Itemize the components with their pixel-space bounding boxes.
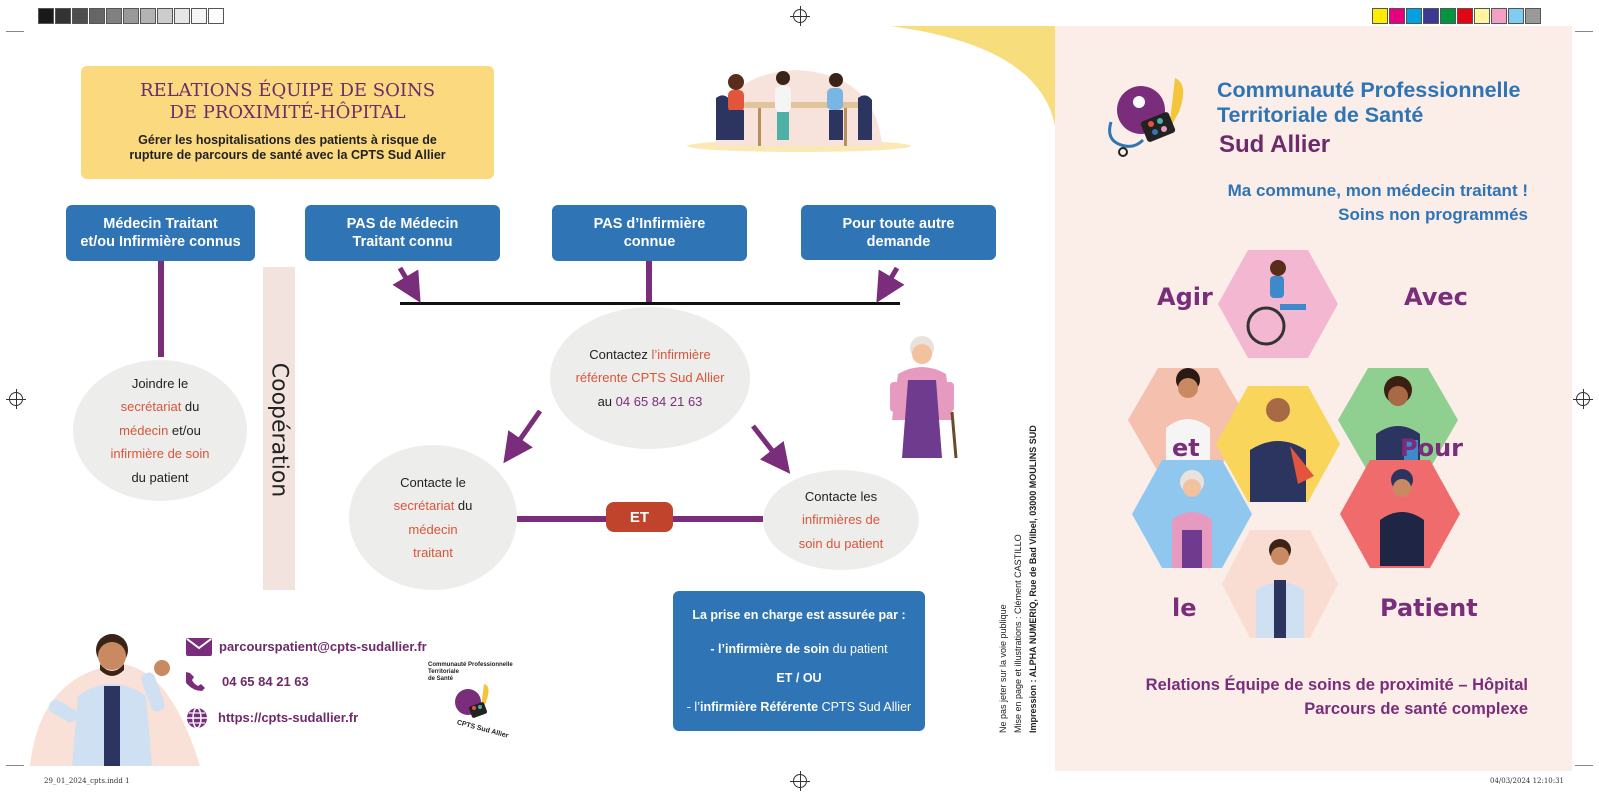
small-cpts-logo: Communauté Professionnelle Territoriale … [428,662,513,740]
hexagon-woman-doctor [1338,368,1458,472]
ellipse-contact-doctor-secretariat: Contacte le secrétariat du médecin trait… [349,445,517,590]
phone-number[interactable]: 04 65 84 21 63 [222,674,309,689]
footer-line-2: Parcours de santé complexe [1304,700,1528,718]
cooperation-bar [263,267,295,590]
et-badge: ET [606,502,673,532]
cpts-subtitle: Sud Allier [1219,131,1331,158]
cpts-logo [1108,78,1184,157]
word-agir: Agir [1157,283,1213,311]
word-patient: Patient [1380,594,1478,622]
patient-hexagon-collage [1128,250,1460,638]
ellipse-contact-referent-nurse: Contactez l’infirmière référente CPTS Su… [550,307,750,449]
email-link[interactable]: parcourspatient@cpts-sudallier.fr [219,639,427,654]
word-et: et [1172,434,1200,462]
slug-file: 29_01_2024_cpts.indd 1 [44,777,130,785]
crop-mark [1575,31,1593,32]
registration-mark-icon [790,771,810,791]
phone-icon [186,672,205,691]
website-link[interactable]: https://cpts-sudallier.fr [218,710,359,725]
footer-line-1: Relations Équipe de soins de proximité –… [1145,676,1528,694]
arrow-icon [392,266,421,303]
connector-line [646,261,652,303]
word-le: le [1172,594,1197,622]
ellipse-contact-nurses: Contacte les infirmières de soin du pati… [763,470,919,570]
arrow-icon [751,424,791,474]
cpts-title: Communauté Professionnelle Territoriale … [1217,78,1521,127]
slug-date: 04/03/2024 12:10:31 [1490,777,1565,785]
yellow-corner-shape [890,26,1055,126]
care-line-nurse: - l’infirmière de soin du patient [710,642,888,656]
meeting-illustration [687,70,911,152]
credit-line-2: Mise en page et illustrations : Clément … [1013,534,1023,733]
globe-icon [187,707,207,729]
page-subtitle: Gérer les hospitalisations des patients … [129,133,446,162]
doctor-illustration [30,634,200,766]
credit-line-1: Ne pas jeter sur la voie publique [998,604,1008,733]
word-pour: Pour [1400,434,1463,462]
word-avec: Avec [1404,283,1468,311]
slogan-line-2: Soins non programmés [1338,205,1528,224]
registration-mark-icon [1573,389,1593,409]
registration-mark-icon [790,6,810,26]
care-and-or: ET / OU [776,671,822,685]
arrow-icon [876,266,905,303]
arrow-icon [503,409,543,464]
care-line-referent: - l’infirmière Référente CPTS Sud Allier [686,700,912,714]
registration-mark-icon [6,389,26,409]
cooperation-label: Coopération [266,362,292,498]
page-title: RELATIONS ÉQUIPE DE SOINS DE PROXIMITÉ-H… [139,80,436,123]
ellipse-join-secretariat: Joindre le secrétariat du médecin et/ou … [73,360,247,501]
connector-line [158,261,164,357]
connector-line [400,302,900,305]
crop-mark [6,31,24,32]
care-title: La prise en charge est assurée par : [692,608,906,622]
slogan-line-1: Ma commune, mon médecin traitant ! [1227,181,1528,200]
crop-mark [1575,765,1593,766]
credit-line-3: Impression : ALPHA NUMERIQ, Rue de Bad V… [1028,425,1038,733]
title-box: RELATIONS ÉQUIPE DE SOINS DE PROXIMITÉ-H… [81,66,494,179]
elderly-woman-illustration [890,336,958,459]
email-icon [186,638,212,656]
care-info-box: La prise en charge est assurée par : - l… [673,591,925,731]
crop-mark [6,765,24,766]
